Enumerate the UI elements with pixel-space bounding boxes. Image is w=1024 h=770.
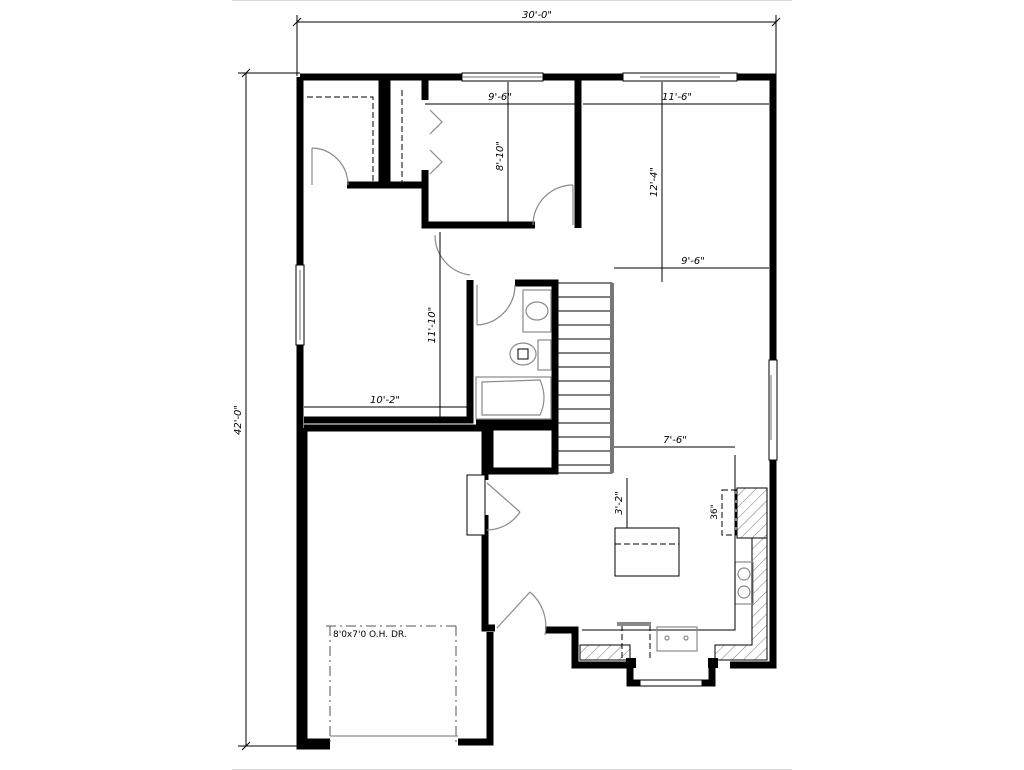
- dim-bedroom2-depth: 8'-10": [495, 141, 506, 171]
- closet-shelf: [307, 96, 374, 182]
- dim-bedroom1-width: 10'-2": [370, 395, 400, 406]
- interior-walls: [300, 80, 630, 746]
- dim-bedroom1-depth: 11'-10": [427, 307, 438, 343]
- dim-living-width: 11'-6": [662, 92, 692, 103]
- kitchen-island: [614, 527, 680, 577]
- dim-island-offset: 3'-2": [614, 491, 625, 515]
- overall-depth-label: 42'-0": [233, 405, 244, 435]
- door-swings: [311, 109, 574, 636]
- bathroom-fixtures: [475, 289, 552, 420]
- garage-door-label: 8'0x7'0 O.H. DR.: [333, 630, 407, 640]
- overall-width-dimension: [292, 15, 781, 76]
- overall-depth-dimension: [238, 68, 300, 751]
- stairs: [556, 282, 614, 474]
- dim-living-depth: 12'-4": [649, 167, 660, 197]
- dim-kitchen-width: 7'-6": [663, 435, 687, 446]
- dim-bedroom2-width: 9'-6": [488, 92, 512, 103]
- interior-dimensions: [304, 82, 769, 528]
- dim-living-lower-width: 9'-6": [681, 256, 705, 267]
- garage-door: [326, 625, 458, 742]
- exterior-walls: [295, 72, 778, 750]
- drawing-sheet: [232, 0, 792, 770]
- kitchen-counters: [579, 455, 768, 687]
- fridge-label: 36": [710, 504, 720, 520]
- overall-width-label: 30'-0": [522, 10, 552, 21]
